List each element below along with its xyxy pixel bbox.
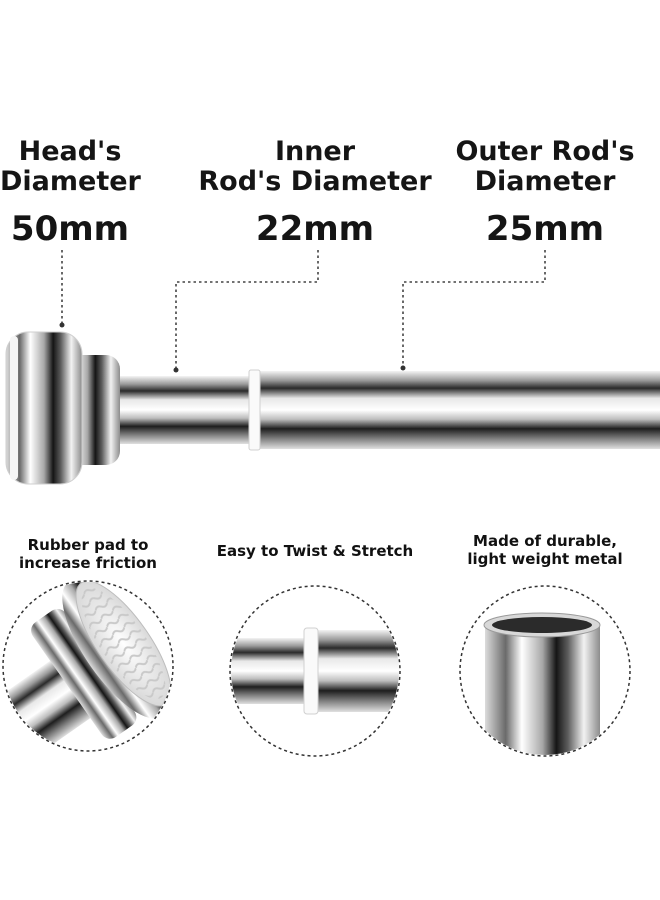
inner-rod — [110, 376, 255, 444]
spec-head-value: 50mm — [10, 209, 130, 249]
spec-head-title-2: Diameter — [0, 166, 141, 197]
feature-rubber-line1: Rubber pad to — [27, 536, 149, 554]
leader-dot-outer — [400, 365, 406, 371]
leader-inner — [175, 250, 319, 370]
head-rim — [10, 336, 18, 480]
leader-lines — [61, 250, 546, 370]
spec-outer-title-1: Outer Rod's — [455, 136, 635, 167]
feature-twist-line1: Easy to Twist & Stretch — [216, 542, 414, 560]
feature-durable-metal: Made of durable, light weight metal — [455, 532, 635, 568]
metal-tube-closeup — [483, 612, 601, 755]
feature-twist-stretch: Easy to Twist & Stretch — [205, 542, 425, 560]
spec-outer-title-2: Diameter — [474, 166, 616, 197]
spec-outer-value: 25mm — [485, 209, 605, 249]
spec-inner-title-2: Rod's Diameter — [198, 166, 432, 197]
outer-rod — [253, 371, 660, 449]
spec-head-title-1: Head's — [18, 136, 122, 167]
spec-inner-value: 22mm — [255, 209, 375, 249]
head-disc — [5, 331, 83, 485]
feature-metal-line1: Made of durable, — [473, 532, 617, 550]
leader-dot-inner — [173, 367, 179, 373]
feature-metal-line2: light weight metal — [467, 550, 623, 568]
feature-rubber-pad: Rubber pad to increase friction — [0, 536, 176, 572]
feature-rubber-line2: increase friction — [19, 554, 157, 572]
spec-head-diameter: Head's Diameter 50mm — [0, 136, 141, 250]
twist-closeup — [231, 627, 399, 715]
leader-outer — [402, 250, 546, 368]
leader-dot-head — [59, 322, 65, 328]
spec-inner-title-1: Inner — [274, 136, 356, 167]
spec-outer-rod-diameter: Outer Rod's Diameter 25mm — [445, 136, 645, 250]
spec-inner-rod-diameter: Inner Rod's Diameter 22mm — [195, 136, 435, 250]
rubber-pad-closeup — [4, 582, 172, 750]
rod-collar — [248, 369, 261, 451]
